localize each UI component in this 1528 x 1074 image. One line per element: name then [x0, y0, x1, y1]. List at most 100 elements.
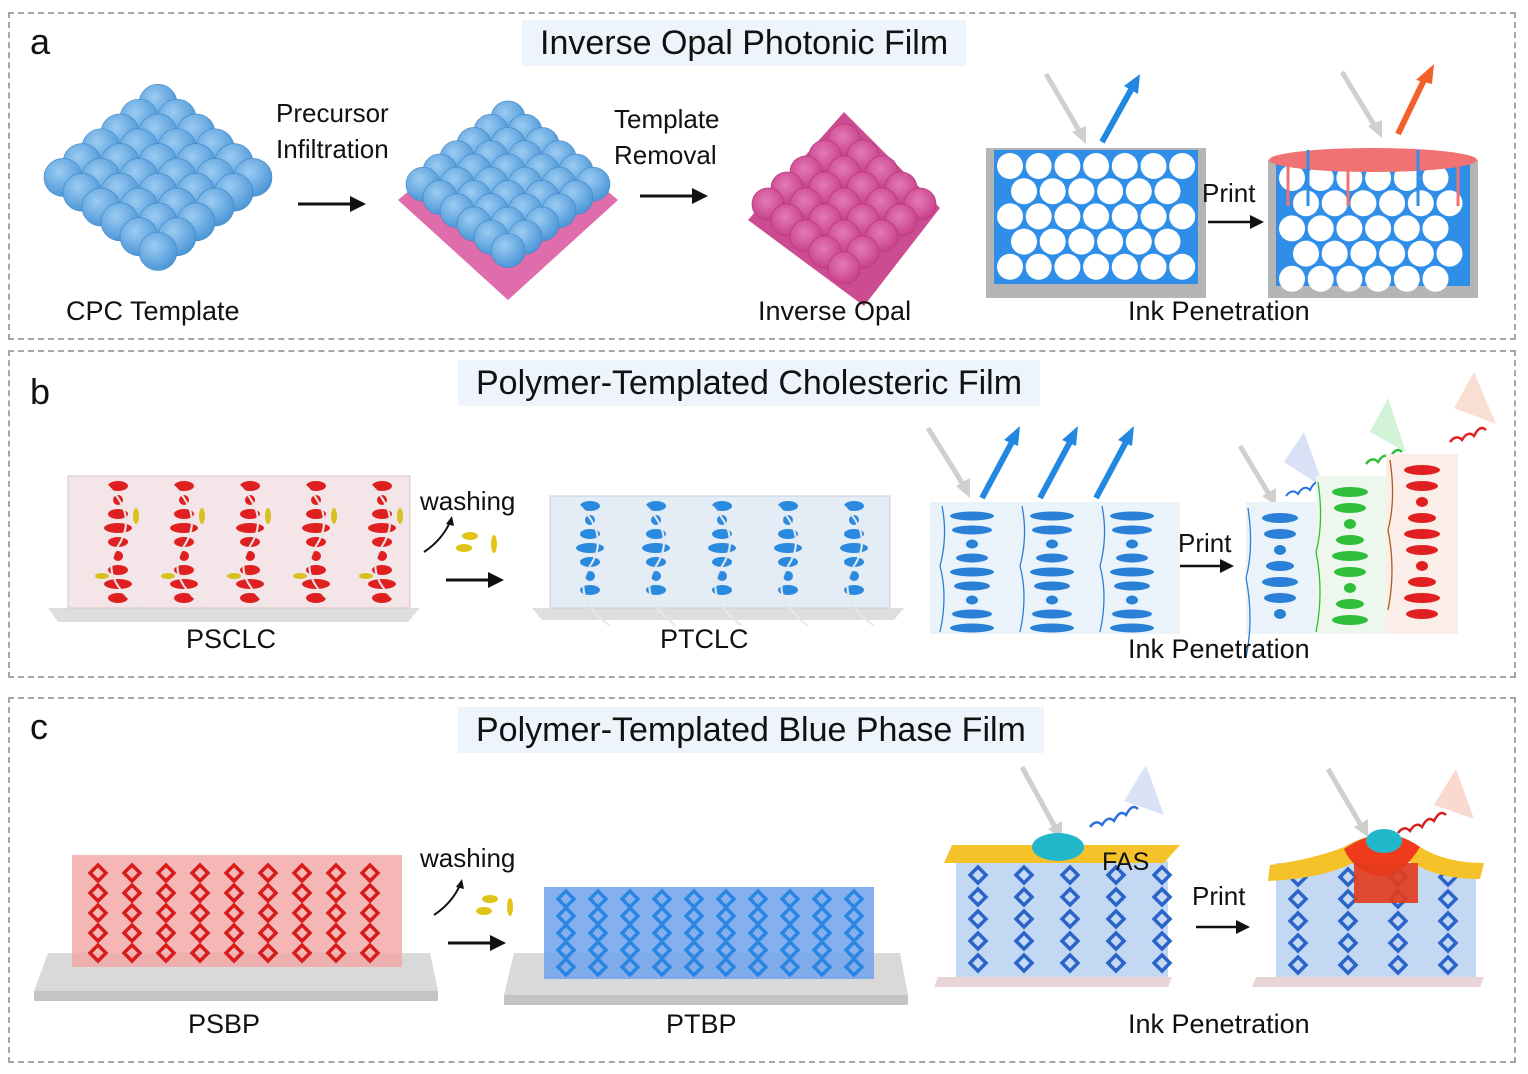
mesogen — [1032, 525, 1072, 535]
pore — [1307, 165, 1334, 191]
mesogen — [1262, 513, 1298, 523]
dopant — [95, 573, 109, 579]
blue-phase-unit — [1013, 864, 1035, 886]
blue-phase-unit — [189, 862, 211, 884]
pore — [997, 253, 1023, 280]
blue-phase-unit — [779, 956, 801, 978]
pore — [1293, 190, 1319, 217]
blue-phase-unit — [325, 882, 347, 904]
mesogen — [1334, 503, 1366, 513]
pore — [1350, 190, 1377, 217]
blue-phase-unit — [155, 862, 177, 884]
pore — [1169, 153, 1196, 179]
blue-phase-unit — [967, 864, 989, 886]
pore — [1054, 153, 1081, 179]
mesogen — [712, 557, 732, 567]
blue-phase-unit — [715, 956, 737, 978]
mesogen — [306, 537, 326, 547]
pore — [1436, 190, 1463, 217]
mesogen — [240, 481, 260, 491]
step-precursor-label: Precursor — [276, 98, 389, 128]
blue-phase-unit — [1337, 910, 1359, 932]
blue-phase-unit — [325, 922, 347, 944]
pore — [1279, 215, 1305, 242]
pore — [1279, 165, 1305, 191]
blue-phase-unit — [223, 862, 245, 884]
fas-label: FAS — [1102, 848, 1150, 876]
blue-phase-unit — [291, 882, 313, 904]
arrow-icon — [1196, 920, 1250, 934]
mesogen — [1404, 529, 1440, 539]
mesogen — [174, 509, 194, 519]
dopant — [227, 573, 241, 579]
washing-label: washing — [420, 486, 516, 516]
pore — [1083, 203, 1110, 230]
pore — [1169, 203, 1196, 230]
blue-phase-unit — [325, 862, 347, 884]
pore — [1422, 215, 1449, 242]
print-label: Print — [1202, 178, 1256, 208]
washing-arrows-icon — [433, 879, 513, 951]
mesogen — [1110, 623, 1154, 633]
pore — [1011, 178, 1037, 205]
mesogen — [174, 593, 194, 603]
polymer-network — [843, 505, 875, 627]
pore — [1111, 153, 1138, 179]
blue-phase-unit — [87, 902, 109, 924]
blue-phase-unit — [1387, 932, 1409, 954]
blue-phase-unit — [223, 902, 245, 924]
mesogen — [306, 509, 326, 519]
mesogen — [585, 571, 595, 581]
mesogen — [179, 551, 189, 561]
sphere — [138, 232, 178, 271]
mesogen — [245, 551, 255, 561]
mesogen — [1264, 529, 1296, 539]
step-infiltration-label: Infiltration — [276, 134, 389, 164]
mesogen — [368, 523, 396, 533]
pore — [1039, 228, 1066, 255]
mesogen — [170, 579, 198, 589]
infiltrated-template-illustration — [398, 100, 618, 300]
mesogen — [840, 543, 868, 553]
mesogen — [774, 543, 802, 553]
blue-phase-unit — [967, 930, 989, 952]
pore — [1379, 190, 1406, 217]
blue-phase-unit — [967, 908, 989, 930]
mesogen — [580, 557, 600, 567]
pore — [1407, 240, 1434, 267]
blue-phase-unit — [1287, 932, 1309, 954]
pore — [1125, 178, 1152, 205]
mesogen — [240, 509, 260, 519]
pore — [1393, 265, 1420, 292]
mesogen — [1406, 609, 1438, 619]
pore — [1336, 215, 1363, 242]
mesogen — [1404, 593, 1440, 603]
network-wall — [939, 505, 946, 633]
mesogen — [778, 501, 798, 511]
sphere — [490, 233, 526, 268]
mesogen — [1416, 497, 1428, 507]
dopant — [293, 573, 307, 579]
blue-phase-unit — [811, 956, 833, 978]
mesogen — [950, 511, 994, 521]
blue-phase-unit — [223, 922, 245, 944]
pore — [1336, 265, 1363, 292]
pore — [1083, 153, 1110, 179]
psclc-cell-illustration — [48, 475, 420, 622]
mesogen — [1344, 519, 1356, 529]
pore — [1111, 253, 1138, 280]
pore — [1436, 240, 1463, 267]
blue-phase-unit — [651, 956, 673, 978]
mesogen — [1344, 583, 1356, 593]
pore — [827, 251, 861, 285]
blue-phase-unit — [223, 942, 245, 964]
blue-phase-unit — [1059, 930, 1081, 952]
network-wall — [1387, 459, 1394, 611]
blue-phase-unit — [257, 942, 279, 964]
blue-phase-unit — [291, 862, 313, 884]
mesogen — [1116, 553, 1148, 563]
dopant — [199, 508, 205, 524]
ptclc-label: PTCLC — [660, 624, 749, 654]
pore — [1068, 178, 1095, 205]
mesogen — [302, 523, 330, 533]
